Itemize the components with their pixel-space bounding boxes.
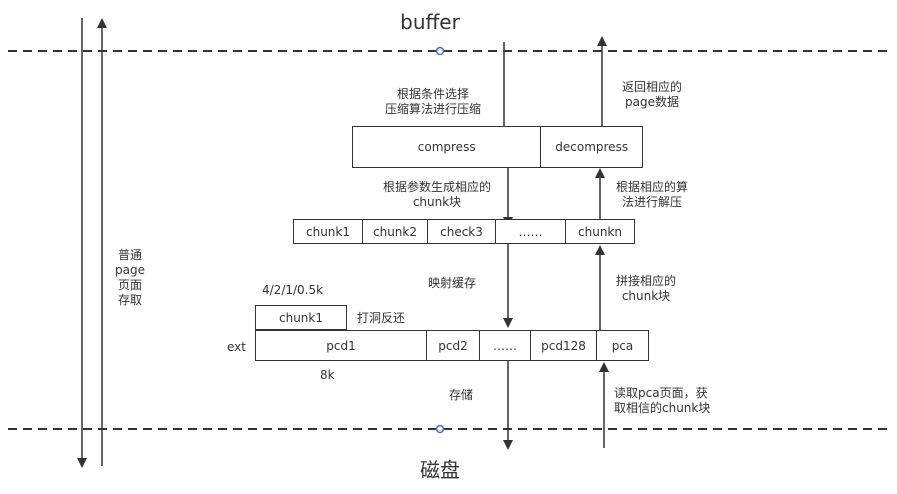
chunk-cell: chunkn xyxy=(578,224,622,239)
chunk-row: chunk1 chunk2 check3 …… chunkn xyxy=(293,219,635,244)
pcd-cell: pcd2 xyxy=(427,331,480,360)
disk-boundary-handle xyxy=(435,424,445,434)
store-label: 存储 xyxy=(449,388,474,402)
single-chunk-box: chunk1 xyxy=(255,305,347,330)
chunk-cell: chunk2 xyxy=(363,220,428,243)
decompress-cell: decompress xyxy=(555,140,629,154)
chunk-cell: chunk1 xyxy=(294,220,363,243)
pcd-cell: pcd1 xyxy=(256,331,427,360)
normal-access-label: 普通 page 页面 存取 xyxy=(115,248,145,307)
pca-cell: pca xyxy=(611,338,634,353)
pcd-row: pcd1 pcd2 …… pcd128 pca xyxy=(255,330,649,361)
generate-chunk-label: 根据参数生成相应的 chunk块 xyxy=(382,180,491,209)
map-cache-label: 映射缓存 xyxy=(428,276,477,290)
buffer-label: buffer xyxy=(400,10,460,34)
decompress-algo-label: 根据相应的算 法进行解压 xyxy=(615,180,688,209)
ext-label: ext xyxy=(227,340,246,354)
size-8k-label: 8k xyxy=(320,368,335,382)
punch-return-label: 打洞反还 xyxy=(357,311,406,325)
read-pca-label: 读取pca页面，获 取相信的chunk块 xyxy=(614,386,711,415)
return-page-label: 返回相应的 page数据 xyxy=(621,80,682,109)
pcd-ellipsis-cell: …… xyxy=(480,331,531,360)
disk-label: 磁盘 xyxy=(420,458,460,482)
chunk-ellipsis-cell: …… xyxy=(496,220,566,243)
compress-cell: compress xyxy=(353,127,542,167)
sizes-label: 4/2/1/0.5k xyxy=(262,283,324,297)
concat-chunk-label: 拼接相应的 chunk块 xyxy=(615,274,676,303)
compress-box: compress decompress xyxy=(352,126,643,168)
compress-condition-label: 根据条件选择 压缩算法进行压缩 xyxy=(384,87,481,116)
pcd-cell: pcd128 xyxy=(531,331,597,360)
buffer-boundary-handle xyxy=(435,46,445,56)
chunk-cell: check3 xyxy=(428,220,496,243)
